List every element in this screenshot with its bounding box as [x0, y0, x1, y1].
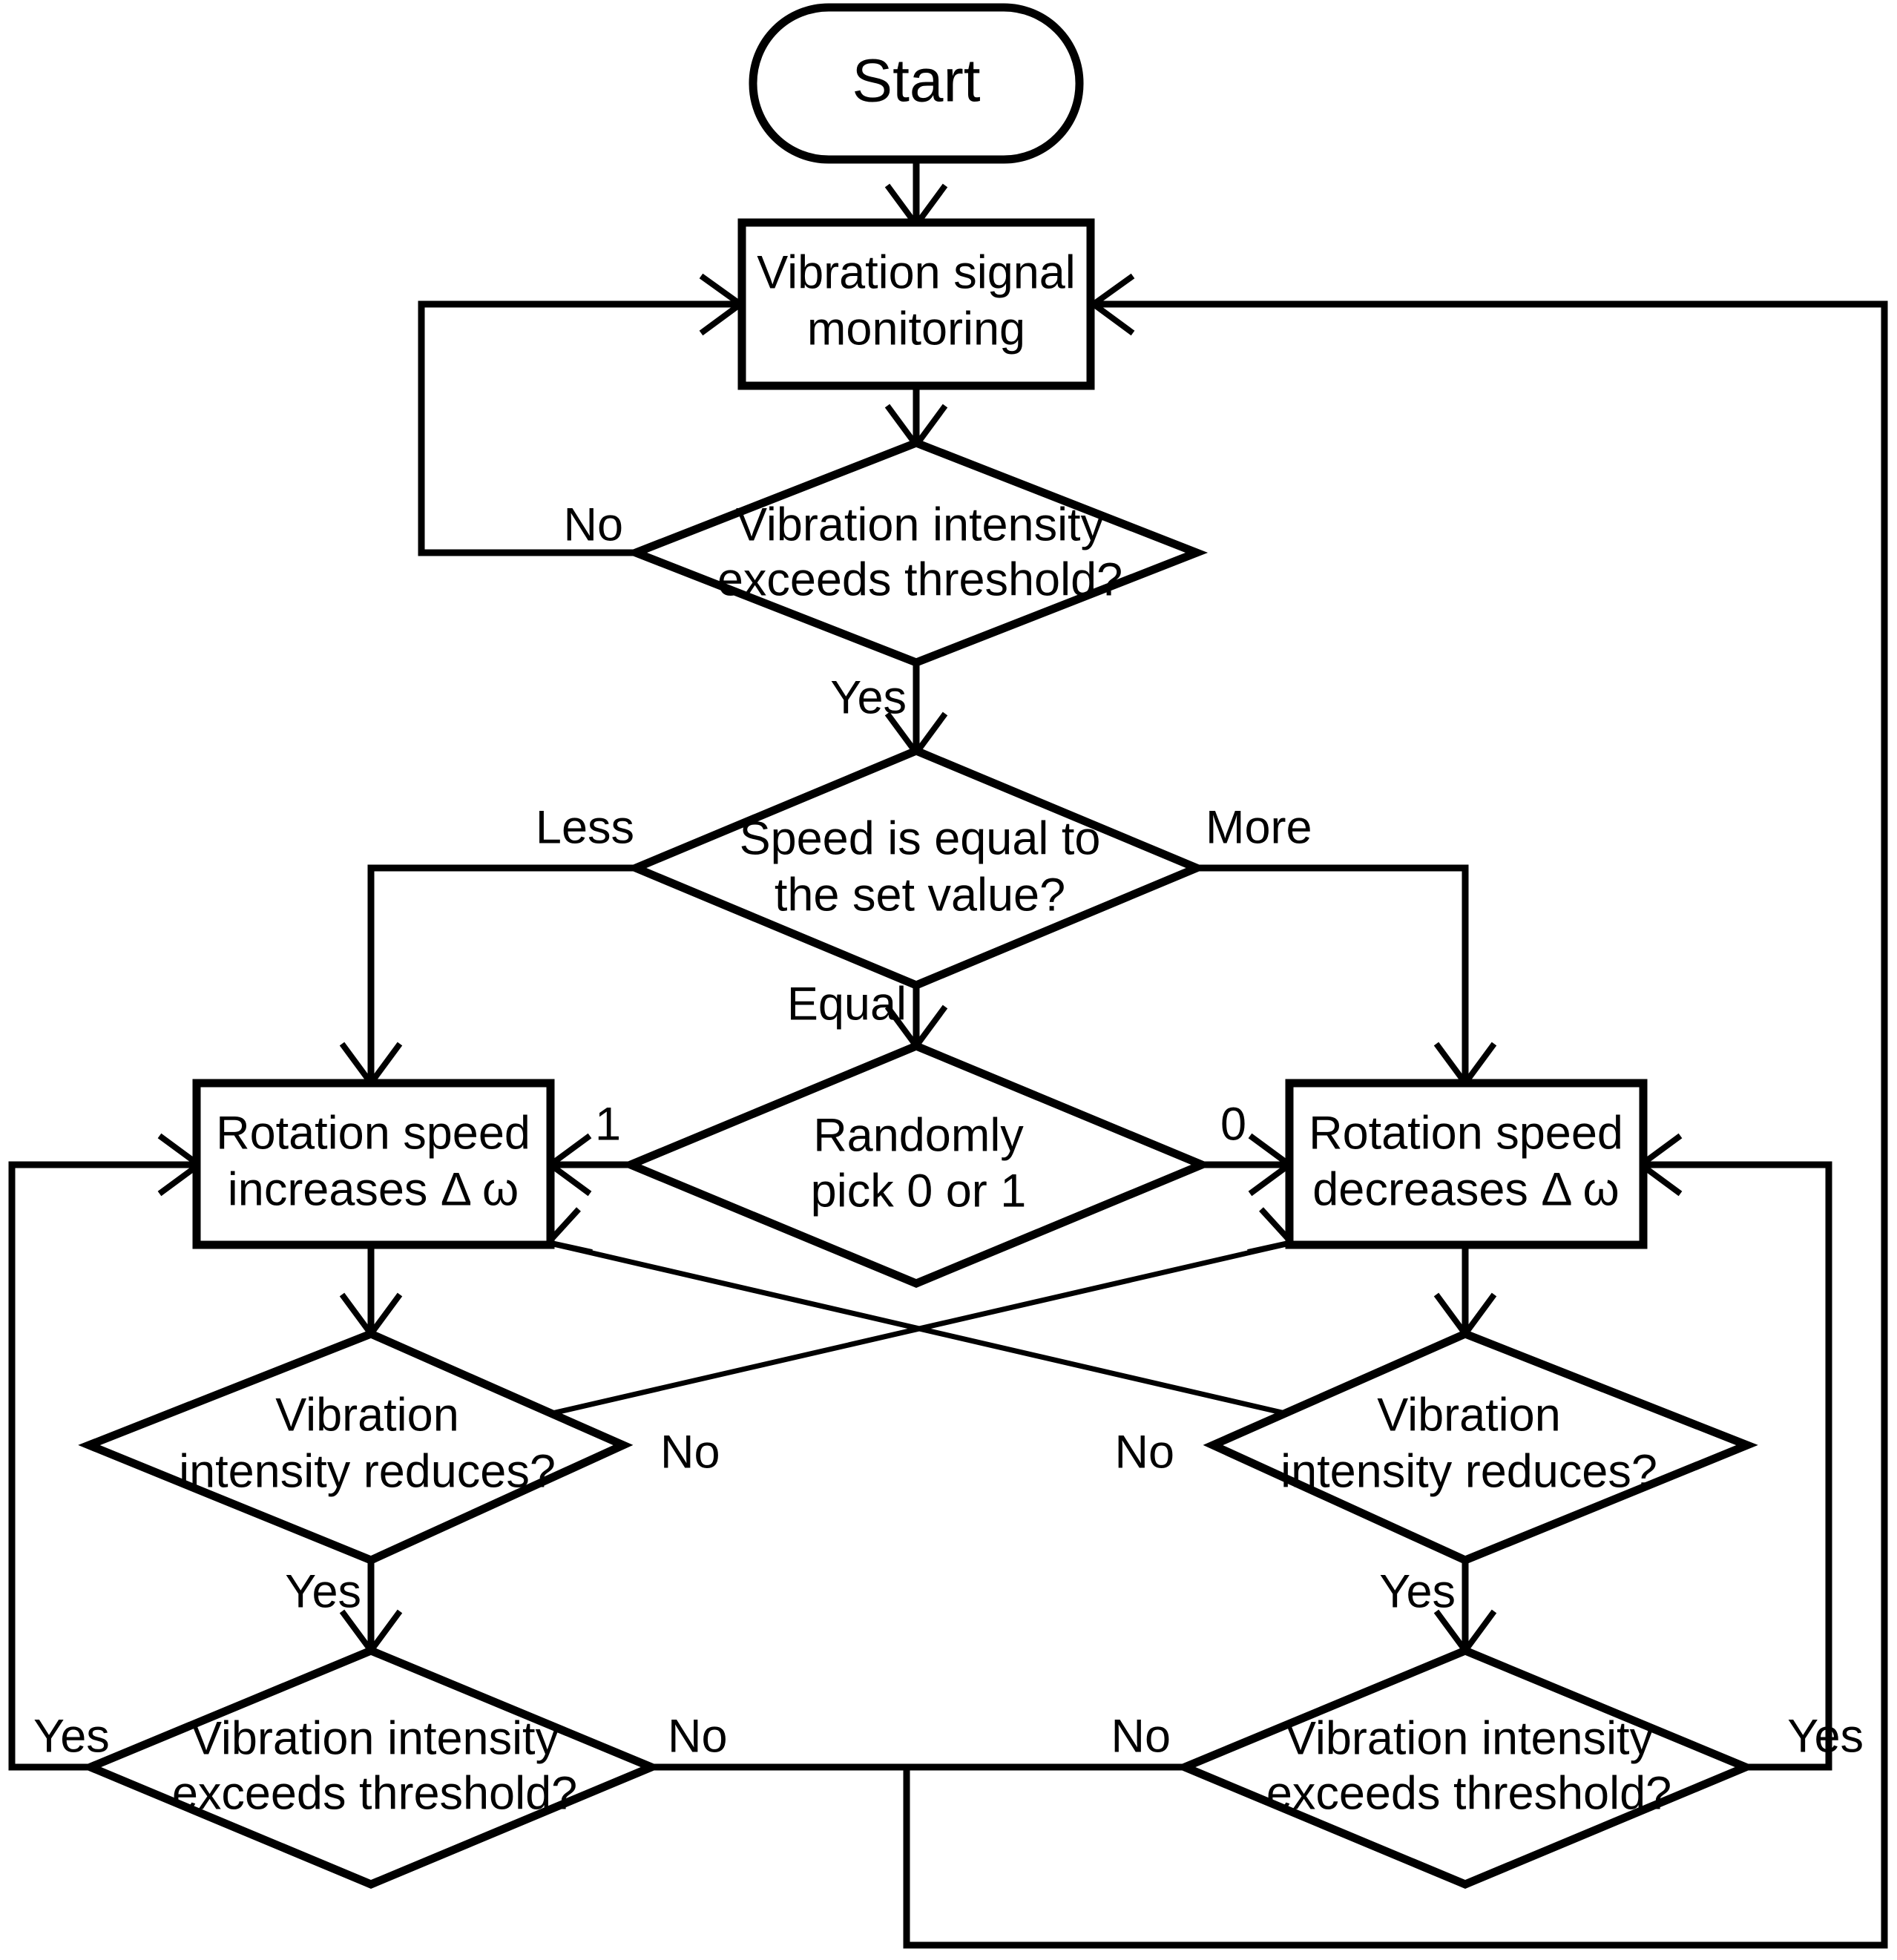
node-rotation-speed-decreases[interactable] [1285, 1079, 1648, 1249]
node-random-label-line1: Randomly [813, 1110, 1024, 1162]
node-randomly-pick[interactable] [619, 1042, 1213, 1288]
node-start-label: Start [852, 47, 980, 115]
node-speed-equal-set-value[interactable] [625, 746, 1208, 990]
edge-exceeds-top-no-loop [418, 300, 738, 556]
edge-label-reduce-right-no: No [1114, 1427, 1174, 1479]
node-exceeds-top-label-line2: exceeds threshold? [717, 554, 1122, 606]
node-rotation-speed-increases[interactable] [192, 1079, 555, 1249]
edge-label-speed-more: More [1206, 802, 1312, 854]
node-reduce-right-label-line1: Vibration [1377, 1390, 1561, 1441]
node-exceeds-left-label-line2: exceeds threshold? [172, 1768, 577, 1820]
edge-label-exceeds-top-yes: Yes [830, 672, 907, 724]
edge-reduceleft-no-cross [413, 1240, 1290, 1448]
node-monitor-label-line2: monitoring [807, 303, 1025, 355]
edge-speed-less [367, 864, 636, 1081]
node-speed-down-label-line1: Rotation speed [1309, 1108, 1623, 1160]
node-vibration-signal-monitoring[interactable] [737, 218, 1095, 390]
edge-label-exceeds-left-yes: Yes [33, 1711, 110, 1763]
edge-label-reduce-left-no: No [660, 1427, 720, 1479]
edge-label-speed-equal: Equal [787, 979, 907, 1030]
node-start[interactable] [749, 3, 1084, 164]
node-reduce-left-label-line1: Vibration [275, 1390, 459, 1441]
edge-label-exceeds-right-yes: Yes [1787, 1711, 1864, 1763]
node-exceeds-threshold-top[interactable] [624, 438, 1209, 667]
node-exceeds-threshold-left[interactable] [79, 1646, 663, 1889]
arrowhead-speed-up-bottomright [542, 1207, 593, 1255]
node-reduce-left[interactable] [78, 1329, 634, 1565]
node-speed-equal-label-line2: the set value? [775, 869, 1065, 921]
node-speed-down-label-line2: decreases Δ ω [1312, 1164, 1619, 1216]
edge-label-exceeds-right-no: No [1111, 1711, 1171, 1763]
node-reduce-right[interactable] [1203, 1329, 1758, 1565]
edge-exceeds-no-return-loop [903, 300, 1888, 1949]
edge-speed-more [1197, 864, 1469, 1081]
node-exceeds-top-label-line1: Vibration intensity [736, 499, 1105, 551]
node-monitor-label-line1: Vibration signal [757, 247, 1076, 299]
node-exceeds-right-label-line1: Vibration intensity [1285, 1713, 1654, 1765]
edge-label-reduce-left-yes: Yes [285, 1566, 361, 1618]
edge-label-reduce-right-yes: Yes [1379, 1566, 1456, 1618]
node-speed-equal-label-line1: Speed is equal to [740, 813, 1101, 865]
node-speed-up-label-line2: increases Δ ω [228, 1164, 519, 1216]
edge-label-random-zero: 0 [1220, 1099, 1246, 1151]
edge-label-random-one: 1 [595, 1099, 621, 1151]
node-reduce-left-label-line2: intensity reduces? [179, 1446, 556, 1498]
node-reduce-right-label-line2: intensity reduces? [1280, 1446, 1657, 1498]
node-exceeds-threshold-right[interactable] [1174, 1646, 1757, 1889]
edge-reduceright-no-cross [550, 1240, 1424, 1448]
node-exceeds-left-label-line1: Vibration intensity [191, 1713, 559, 1765]
arrowhead-speed-down-bottomleft [1247, 1207, 1298, 1255]
edge-label-exceeds-left-no: No [668, 1711, 728, 1763]
node-speed-up-label-line1: Rotation speed [216, 1108, 530, 1160]
node-exceeds-right-label-line2: exceeds threshold? [1266, 1768, 1671, 1820]
edge-label-exceeds-top-no: No [563, 499, 623, 551]
edge-label-speed-less: Less [536, 802, 634, 854]
node-random-label-line2: pick 0 or 1 [811, 1165, 1027, 1217]
